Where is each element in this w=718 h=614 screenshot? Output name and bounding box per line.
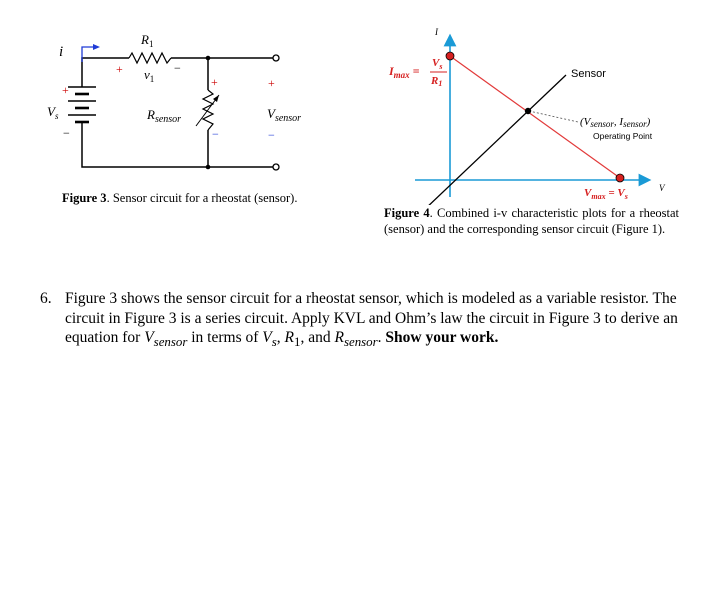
terminal-top xyxy=(272,54,280,62)
figure4-iv-plot: I V Imax= Vs R1 Sensor (Vsensor, Isensor… xyxy=(388,27,666,205)
vsensor-label: Vsensor xyxy=(267,106,301,124)
vmax-label: Vmax = Vs xyxy=(584,187,628,201)
v1-label: v1 xyxy=(144,67,154,84)
voltage-axis-label: V xyxy=(659,183,666,193)
operating-point-label: Operating Point xyxy=(593,131,653,141)
figure4-caption: Figure 4. Combined i-v characteristic pl… xyxy=(384,206,679,237)
battery-plus-sign: + xyxy=(62,83,69,97)
operating-point-tuple: (Vsensor, Isensor) xyxy=(580,116,651,129)
figure4-caption-text: . Combined i-v characteristic plots for … xyxy=(384,206,679,236)
rsensor-plus-sign: + xyxy=(211,75,218,89)
vs-label: Vs xyxy=(47,104,59,121)
rheostat-symbol xyxy=(201,89,215,131)
rheostat-arrowhead xyxy=(213,95,219,102)
figure3-caption: Figure 3. Sensor circuit for a rheostat … xyxy=(62,191,297,207)
junction-dot-bottom xyxy=(205,164,211,170)
current-arrow xyxy=(81,44,100,62)
question-number: 6. xyxy=(40,290,52,307)
operating-point-dot xyxy=(524,107,532,115)
current-axis-label: I xyxy=(434,27,439,37)
r1-plus-sign: + xyxy=(116,62,123,76)
vmax-point xyxy=(615,173,625,183)
show-work-emphasis: Show your work. xyxy=(385,329,499,346)
question-body: Figure 3 shows the sensor circuit for a … xyxy=(65,290,678,350)
resistor-r1-symbol xyxy=(128,51,172,65)
rsensor-minus-sign: − xyxy=(212,127,219,141)
sensor-line-label: Sensor xyxy=(571,68,606,80)
imax-point xyxy=(445,51,455,61)
load-line xyxy=(449,55,621,179)
vsensor-minus-sign: − xyxy=(268,128,275,142)
question-6: 6. Figure 3 shows the sensor circuit for… xyxy=(40,289,688,352)
r1-label: R1 xyxy=(140,32,153,49)
terminal-bottom xyxy=(272,163,280,171)
figure3-caption-label: Figure 3 xyxy=(62,191,107,205)
current-label: i xyxy=(59,44,63,60)
figure3-caption-text: . Sensor circuit for a rheostat (sensor)… xyxy=(106,191,298,205)
battery-minus-sign: − xyxy=(63,126,70,140)
r1-minus-sign: − xyxy=(174,61,181,75)
battery-symbol xyxy=(68,86,96,124)
junction-dot-top xyxy=(205,55,211,61)
imax-fraction-num: Vs xyxy=(432,57,442,71)
sensor-iv-line xyxy=(428,74,567,205)
imax-fraction-den: R1 xyxy=(430,75,442,88)
figure3-circuit: i R1 + v1 − + Vs − + Rsensor − + Vsensor… xyxy=(47,32,301,171)
imax-label: Imax= xyxy=(388,64,420,80)
operating-point-leader xyxy=(528,110,579,123)
rsensor-label: Rsensor xyxy=(146,107,181,125)
vsensor-plus-sign: + xyxy=(268,76,275,90)
figure4-caption-label: Figure 4 xyxy=(384,206,430,220)
